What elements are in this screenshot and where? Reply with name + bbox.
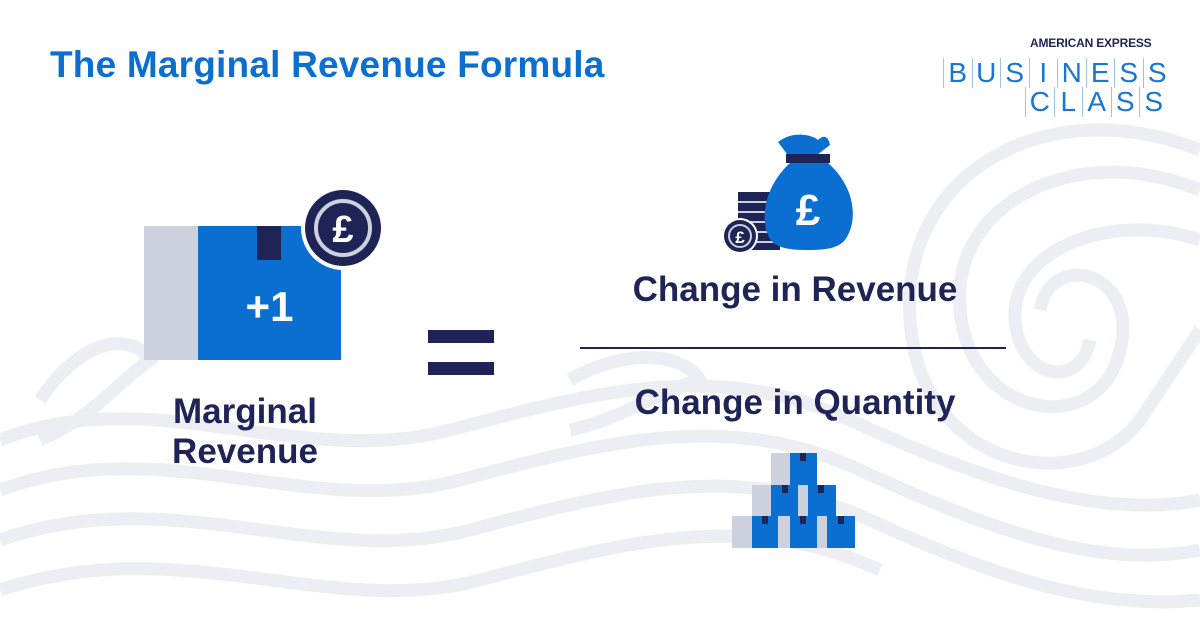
logo-letter: S	[1110, 87, 1140, 117]
logo-letter: A	[1082, 87, 1111, 117]
logo-letter: L	[1053, 87, 1083, 117]
logo-letter: E	[1085, 58, 1115, 88]
svg-text:£: £	[796, 186, 821, 235]
pound-coin-icon: £	[301, 186, 385, 270]
equals-sign-top	[428, 330, 494, 343]
logo-letter: U	[971, 58, 1001, 88]
logo-letter: S	[1114, 58, 1143, 88]
change-in-revenue-label: Change in Revenue	[632, 270, 958, 309]
logo-letter: S	[1000, 58, 1029, 88]
logo-letter: S	[1142, 58, 1172, 88]
logo-line-class: C L A S S	[1025, 87, 1168, 117]
logo-letter: C	[1025, 87, 1054, 117]
brand-name: AMERICAN EXPRESS	[1030, 36, 1152, 50]
svg-text:£: £	[735, 228, 745, 247]
equals-sign-bottom	[428, 362, 494, 375]
page-title: The Marginal Revenue Formula	[50, 44, 605, 85]
marginal-revenue-label: Marginal Revenue	[130, 392, 360, 472]
logo-letter: B	[943, 58, 972, 88]
logo-letter: I	[1028, 58, 1058, 88]
small-pound-coin-icon: £	[722, 218, 758, 254]
logo-line-business: B U S I N E S S	[943, 58, 1171, 88]
change-in-quantity-label: Change in Quantity	[634, 383, 956, 422]
fraction-line	[580, 347, 1006, 349]
money-bag-icon: £ £	[722, 134, 853, 254]
svg-text:£: £	[332, 209, 353, 251]
label-line: Revenue	[172, 432, 318, 471]
logo-letter: N	[1057, 58, 1086, 88]
logo-letter: S	[1139, 87, 1168, 117]
product-box-icon: £	[144, 186, 385, 360]
label-line: Marginal	[173, 392, 317, 431]
plus-one-label: +1	[245, 283, 294, 330]
